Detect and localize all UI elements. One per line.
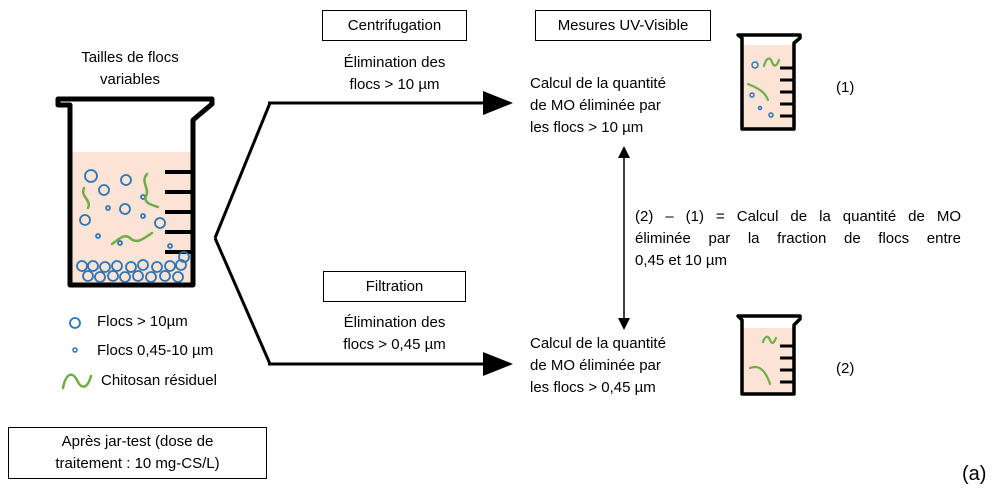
legend-chitosan: Chitosan résiduel: [101, 372, 217, 389]
floc-particles: [76, 169, 190, 283]
panel-label: (a): [962, 463, 987, 485]
bottom-calc-line-1: Calcul de la quantité: [530, 335, 666, 352]
flocs-size-title: Tailles de flocs variables: [60, 47, 200, 91]
difference-text: (2) – (1) = Calcul de la quantité de MO …: [635, 206, 961, 272]
bottom-calc-text: Calcul de la quantité de MO éliminée par…: [530, 333, 666, 399]
title-line-2: variables: [99, 71, 161, 88]
beaker-graduations: [165, 170, 193, 254]
index-1: (1): [836, 79, 855, 96]
legend-small-flocs: Flocs 0,45-10 µm: [97, 342, 214, 359]
bottom-calc-line-3: les flocs > 0,45 µm: [530, 379, 656, 396]
top-calc-line-2: de MO éliminée par: [530, 97, 661, 114]
jar-test-line-2: traitement : 10 mg-CS/L): [55, 455, 220, 472]
beaker-outline: [55, 96, 215, 288]
top-calc-text: Calcul de la quantité de MO éliminée par…: [530, 73, 666, 139]
diff-line-1: (2) – (1) = Calcul de la quantité de MO: [635, 208, 961, 225]
title-line-1: Tailles de flocs: [81, 49, 179, 66]
jar-test-line-1: Après jar-test (dose de: [61, 433, 214, 450]
bottom-elim-line-1: Élimination des: [343, 314, 446, 331]
legend-large-flocs: Flocs > 10µm: [97, 313, 188, 330]
chitosan-strands: [81, 172, 160, 246]
index-2: (2): [836, 360, 855, 377]
filtration-box: Filtration: [323, 271, 466, 302]
top-elimination-text: Élimination des flocs > 10 µm: [312, 52, 477, 96]
centrifugation-box: Centrifugation: [322, 10, 467, 41]
bottom-calc-line-2: de MO éliminée par: [530, 357, 661, 374]
diff-line-3: 0,45 et 10 µm: [635, 252, 728, 269]
top-elim-line-2: flocs > 10 µm: [349, 76, 440, 93]
bottom-elimination-text: Élimination des flocs > 0,45 µm: [307, 312, 482, 356]
jar-test-box: Après jar-test (dose de traitement : 10 …: [8, 427, 267, 479]
main-beaker: [55, 96, 215, 288]
diff-line-2: éliminée par la fraction de flocs entre: [635, 230, 961, 247]
bottom-elim-line-2: flocs > 0,45 µm: [343, 336, 446, 353]
large-floc-icon: [69, 317, 81, 329]
top-elim-line-1: Élimination des: [343, 54, 446, 71]
top-calc-line-1: Calcul de la quantité: [530, 75, 666, 92]
chitosan-icon: [61, 373, 93, 390]
beaker-1: [736, 33, 802, 131]
branch-lines: [213, 102, 272, 365]
small-floc-icon: [72, 347, 78, 353]
beaker-2: [736, 314, 802, 396]
uv-visible-box: Mesures UV-Visible: [535, 10, 711, 41]
top-calc-line-3: les flocs > 10 µm: [530, 119, 644, 136]
